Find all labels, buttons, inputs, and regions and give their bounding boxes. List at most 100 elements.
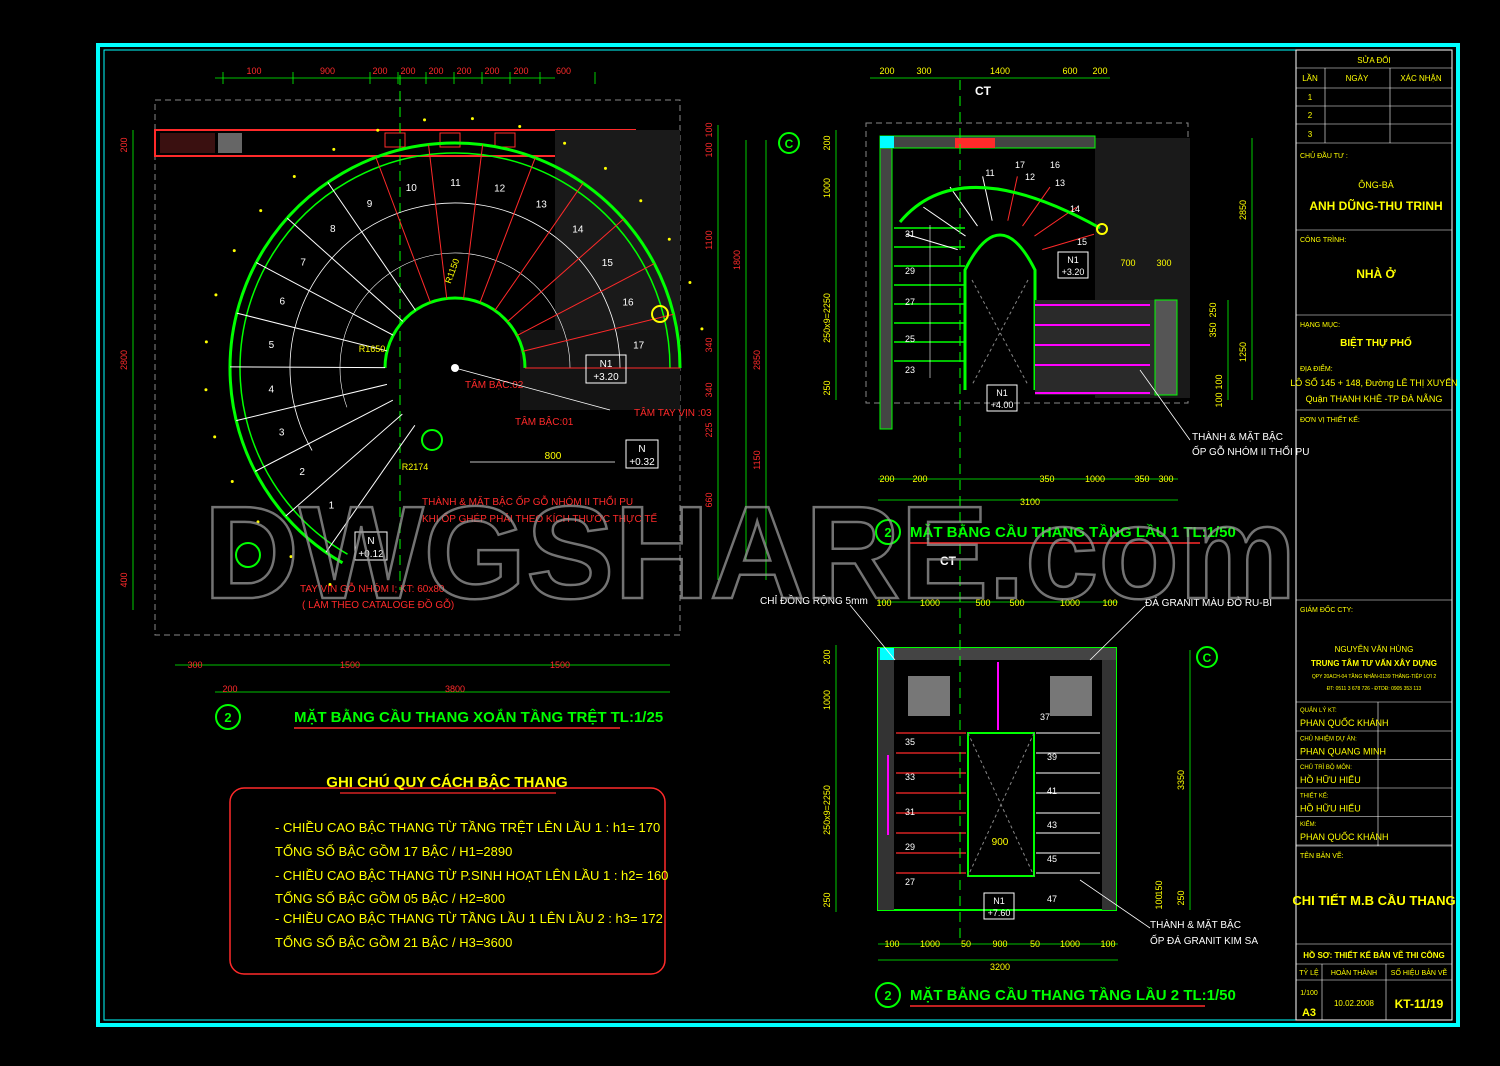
designer-label: ĐƠN VỊ THIẾT KẾ: bbox=[1300, 414, 1360, 424]
plan3-granite bbox=[908, 676, 950, 716]
notes-frame bbox=[229, 787, 666, 975]
dim-label: 1250 bbox=[1238, 342, 1248, 362]
dim-tick bbox=[256, 520, 260, 524]
spiral-walk-line bbox=[289, 202, 621, 451]
spiral-outer-handrail bbox=[228, 141, 682, 565]
grid-marker-c-label: C bbox=[785, 137, 794, 151]
plan2-fan-tread bbox=[1022, 186, 1051, 227]
spiral-tread bbox=[255, 262, 394, 336]
dim-label: 200 bbox=[222, 684, 237, 694]
foot-col: HOÀN THÀNH bbox=[1331, 968, 1377, 977]
plan1-note-3: TAY VỊN GỖ NHÓM I; KT: 60x80 bbox=[300, 582, 445, 595]
notes-box: GHI CHÚ QUY CÁCH BẬC THANG - CHIỀU CAO B… bbox=[229, 773, 668, 975]
dim-label: 250 bbox=[1176, 890, 1186, 905]
role-label: CHỦ TRÌ BỘ MÔN: bbox=[1300, 764, 1352, 771]
dim-label: 1000 bbox=[920, 598, 940, 608]
dim-tick bbox=[603, 166, 607, 170]
dim-label: 100 bbox=[1214, 374, 1224, 389]
plan3-step-number: 29 bbox=[905, 842, 915, 852]
role-label: KIỂM: bbox=[1300, 821, 1317, 828]
level-box-n0 bbox=[354, 531, 388, 561]
step-number: 15 bbox=[602, 258, 614, 269]
dim-label: 200 bbox=[484, 66, 499, 76]
dim-tick bbox=[470, 117, 474, 121]
plan2-column bbox=[880, 136, 894, 148]
rev-row: 1 bbox=[1308, 93, 1313, 102]
dim-label: 200 bbox=[428, 66, 443, 76]
dim-label: 340 bbox=[704, 337, 714, 352]
dim-label: 100 bbox=[1214, 392, 1224, 407]
level-n-name: N bbox=[638, 444, 645, 455]
spiral-tread bbox=[325, 425, 416, 553]
step-number: 12 bbox=[494, 183, 506, 194]
dim-tick bbox=[204, 340, 208, 344]
dim-tick bbox=[292, 174, 296, 178]
handrail-start bbox=[651, 305, 669, 323]
plan2-fan-tread bbox=[905, 233, 958, 251]
dim-label: 2800 bbox=[119, 350, 129, 370]
step-number: 10 bbox=[406, 183, 418, 194]
dim-tick bbox=[204, 388, 208, 392]
plan2-handrail-end bbox=[1096, 223, 1108, 235]
level-box-n bbox=[625, 439, 659, 469]
plan2-step-number: 16 bbox=[1050, 160, 1060, 170]
step-number: 2 bbox=[299, 467, 305, 478]
level-box-n1 bbox=[585, 354, 627, 384]
step-number: 1 bbox=[329, 501, 335, 512]
dim-label: 200 bbox=[456, 66, 471, 76]
plan2-step-number: 13 bbox=[1055, 178, 1065, 188]
company-2: QPY 20ACH-04 TẦNG NHÂN-0139 THĂNG-TIỆP L… bbox=[1312, 672, 1436, 680]
dim-tick bbox=[289, 555, 293, 559]
plan2-level-value: +3.20 bbox=[1062, 267, 1085, 277]
dim-label: 1000 bbox=[920, 939, 940, 949]
dim-label: 900 bbox=[320, 66, 335, 76]
dim-label: 100 bbox=[704, 142, 714, 157]
dim-tick bbox=[214, 293, 218, 297]
plan2-marker bbox=[875, 519, 901, 545]
spiral-tread bbox=[230, 366, 386, 369]
notes-heading: GHI CHÚ QUY CÁCH BẬC THANG bbox=[326, 773, 567, 791]
role-name: PHAN QUANG MINH bbox=[1300, 747, 1386, 757]
foot-col: SỐ HIỆU BẢN VẼ bbox=[1391, 967, 1448, 977]
spiral-tread bbox=[327, 182, 416, 311]
dim-label: 340 bbox=[704, 382, 714, 397]
notes-line: - CHIỀU CAO BẬC THANG TỪ TẦNG LẦU 1 LÊN … bbox=[275, 911, 663, 926]
plan2-step-number: 29 bbox=[905, 266, 915, 276]
plan3-granite bbox=[1050, 676, 1092, 716]
plan2-step-number: 17 bbox=[1015, 160, 1025, 170]
radius-label: R2174 bbox=[402, 462, 429, 472]
dim-label: 100 bbox=[876, 598, 891, 608]
location-1: LÔ SỐ 145 + 148, Đường LÊ THỊ XUYẾN bbox=[1290, 377, 1458, 388]
plan3-step-number: 35 bbox=[905, 737, 915, 747]
dim-label: 1500 bbox=[340, 660, 360, 670]
dim-label: 100 bbox=[1100, 939, 1115, 949]
dim-label: 200 bbox=[912, 474, 927, 484]
plan1-wall-block bbox=[494, 132, 516, 148]
dim-tick bbox=[423, 118, 427, 122]
spiral-inner-rail bbox=[383, 296, 527, 369]
plan3-step-number: 27 bbox=[905, 877, 915, 887]
dim-label: 200 bbox=[400, 66, 415, 76]
dim-label: 300 bbox=[187, 660, 202, 670]
owner-prefix: ÔNG-BÀ bbox=[1358, 180, 1394, 190]
level-n-value: +0.32 bbox=[629, 457, 655, 468]
spiral-tread bbox=[286, 217, 404, 322]
plan-2-floor1-stair: 11121314151617312927252321192018 N1 +3.2… bbox=[822, 66, 1309, 560]
dim-label: 200 bbox=[1092, 66, 1107, 76]
plan3-level-value: +7.60 bbox=[988, 908, 1011, 918]
plan2-level-box bbox=[1057, 251, 1089, 279]
plan3-column bbox=[880, 648, 894, 660]
dim-label: 1000 bbox=[1060, 939, 1080, 949]
spiral-tread bbox=[236, 312, 388, 352]
dim-tick bbox=[376, 128, 380, 132]
spiral-tread bbox=[479, 157, 536, 303]
sheet-frame bbox=[96, 43, 1460, 1027]
spiral-tread bbox=[522, 313, 674, 352]
project-label: CÔNG TRÌNH: bbox=[1300, 235, 1346, 244]
handrail-end bbox=[235, 542, 261, 568]
plan3-step-number: 33 bbox=[905, 772, 915, 782]
plan3-grid-marker-label: C bbox=[1203, 651, 1212, 665]
